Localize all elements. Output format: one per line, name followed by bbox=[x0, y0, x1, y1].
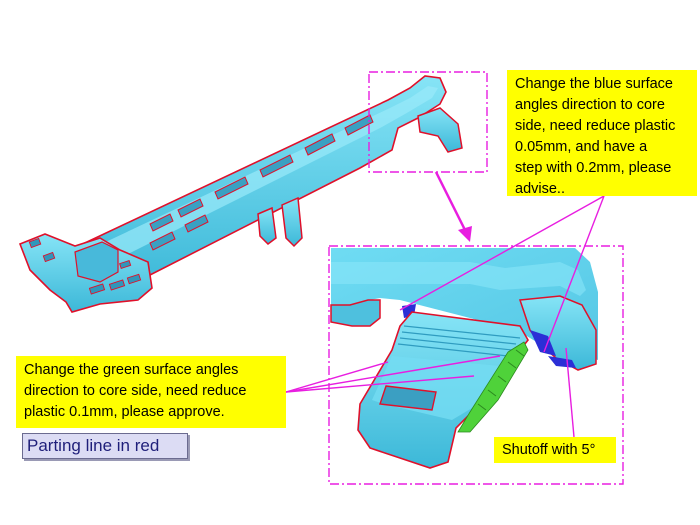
green-surface-note: Change the green surface angles directio… bbox=[16, 356, 286, 428]
left-end-slots bbox=[28, 237, 142, 295]
zoom-arrow-line bbox=[434, 171, 468, 233]
right-tab-upper bbox=[417, 107, 463, 153]
rail-top-face bbox=[78, 86, 438, 268]
zoomed-part bbox=[330, 248, 598, 469]
green-surface-hatch bbox=[477, 349, 525, 411]
tongue-ribs bbox=[397, 325, 521, 357]
middle-leg-right bbox=[281, 196, 303, 248]
zoom-body-ridge bbox=[331, 262, 586, 296]
blue-surface-note: Change the blue surface angles direction… bbox=[507, 70, 697, 197]
blue-surface-right bbox=[530, 330, 556, 356]
blue-surface-right-2 bbox=[548, 356, 576, 368]
tongue-hole bbox=[379, 385, 437, 411]
middle-leg-left bbox=[257, 206, 277, 245]
green-surface bbox=[457, 341, 529, 433]
callout-lines bbox=[285, 195, 605, 438]
rail-slots bbox=[149, 114, 374, 251]
parting-line-label: Parting line in red bbox=[22, 433, 188, 459]
zoom-left-ear bbox=[330, 299, 381, 327]
detail-region-frame bbox=[368, 71, 488, 173]
shutoff-note: Shutoff with 5° bbox=[494, 437, 616, 463]
zoom-arrow-head bbox=[458, 226, 472, 242]
full-part-view bbox=[18, 75, 463, 313]
zoom-view-frame bbox=[328, 245, 624, 485]
left-housing bbox=[74, 241, 119, 283]
